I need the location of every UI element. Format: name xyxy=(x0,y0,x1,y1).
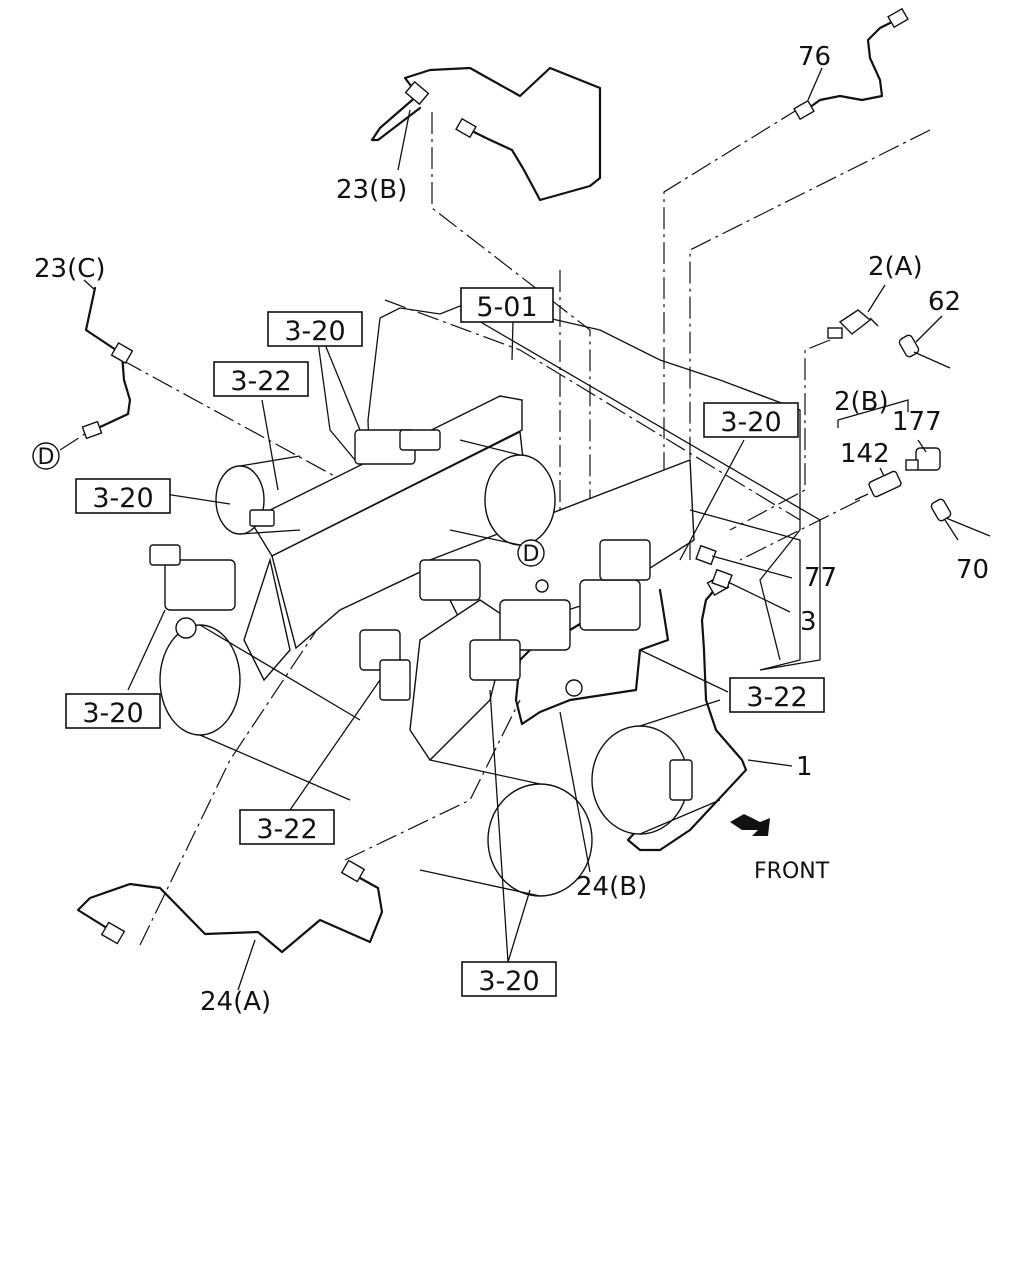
ref-box-text: 3-22 xyxy=(746,682,807,713)
ref-box-3-20-left[interactable]: 3-20 xyxy=(75,478,171,514)
ref-box-text: 3-22 xyxy=(230,366,291,397)
ref-box-3-20-lower-left[interactable]: 3-20 xyxy=(65,693,161,729)
ref-box-text: 3-20 xyxy=(284,316,345,347)
ref-box-3-22-right[interactable]: 3-22 xyxy=(729,677,825,713)
fitting-142[interactable] xyxy=(854,470,902,501)
ref-box-5-01[interactable]: 5-01 xyxy=(460,287,554,323)
nut-3[interactable] xyxy=(711,568,733,590)
ref-box-3-22-lower[interactable]: 3-22 xyxy=(239,809,335,845)
label-77: 77 xyxy=(804,563,837,593)
ref-box-text: 3-20 xyxy=(478,966,539,997)
ref-box-3-20-bottom[interactable]: 3-20 xyxy=(461,961,557,997)
label-2b: 2(B) xyxy=(834,387,889,417)
ref-box-text: 5-01 xyxy=(476,292,537,323)
label-23b: 23(B) xyxy=(336,175,407,205)
marker-d-text: D xyxy=(523,542,540,567)
ref-box-3-22-top[interactable]: 3-22 xyxy=(213,361,309,397)
pipe-23c[interactable] xyxy=(81,286,134,440)
label-24b: 24(B) xyxy=(576,872,647,902)
marker-d-left: D xyxy=(32,431,89,470)
label-3: 3 xyxy=(800,607,817,637)
ref-box-text: 3-20 xyxy=(82,698,143,729)
sensor-70[interactable] xyxy=(930,498,991,537)
pipe-24a[interactable] xyxy=(76,859,384,954)
ref-box-text: 3-20 xyxy=(92,483,153,514)
ref-box-3-20-top[interactable]: 3-20 xyxy=(267,311,363,347)
fitting-2a-group[interactable] xyxy=(827,309,879,339)
label-76: 76 xyxy=(798,42,831,72)
ref-box-text: 3-20 xyxy=(720,407,781,438)
label-62: 62 xyxy=(928,287,961,317)
marker-d-text: D xyxy=(38,445,55,470)
ref-box-3-20-right[interactable]: 3-20 xyxy=(703,402,799,438)
label-24a: 24(A) xyxy=(200,987,271,1017)
label-23c: 23(C) xyxy=(34,254,106,284)
pipe-76[interactable] xyxy=(793,7,909,121)
label-142: 142 xyxy=(840,439,890,469)
sensor-62[interactable] xyxy=(898,334,951,369)
pipe-23b[interactable] xyxy=(370,66,602,202)
valve-module-structure xyxy=(149,305,821,897)
nut-77[interactable] xyxy=(695,544,717,566)
marker-d-center: D xyxy=(517,539,545,567)
label-177: 177 xyxy=(892,407,942,437)
sensor-177[interactable] xyxy=(905,447,941,471)
ref-box-text: 3-22 xyxy=(256,814,317,845)
part-labels: 76 23(B) 23(C) 2(A) 62 2(B) 177 142 70 7… xyxy=(34,42,989,1017)
label-70: 70 xyxy=(956,555,989,585)
leader-lines xyxy=(83,67,959,991)
label-front: FRONT xyxy=(754,859,830,884)
front-arrow-icon xyxy=(730,814,770,836)
label-1: 1 xyxy=(796,752,813,782)
label-2a: 2(A) xyxy=(868,252,923,282)
